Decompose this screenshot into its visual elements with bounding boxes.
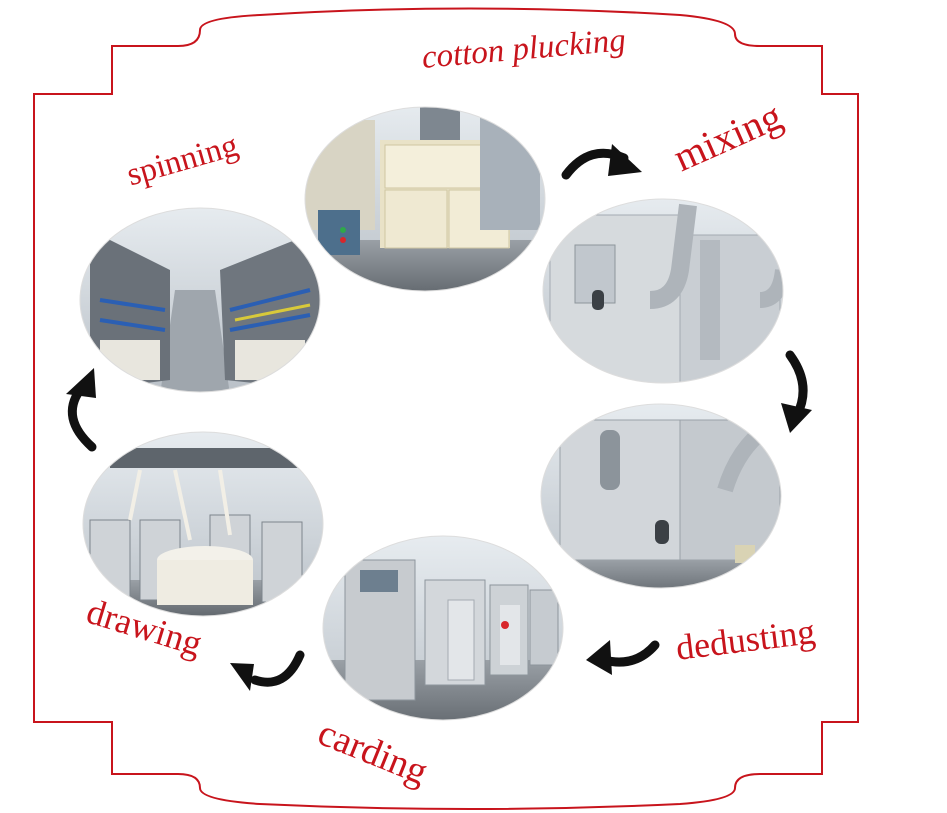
curved-arrow-icon xyxy=(586,640,660,675)
curved-arrow-icon xyxy=(66,368,97,452)
curved-arrow-icon xyxy=(230,650,305,691)
dedusting-photo xyxy=(541,404,781,588)
curved-arrow-icon xyxy=(781,350,812,433)
spinning-photo xyxy=(80,208,320,392)
cotton-plucking-photo xyxy=(305,107,545,291)
curved-arrow-icon xyxy=(561,144,642,180)
